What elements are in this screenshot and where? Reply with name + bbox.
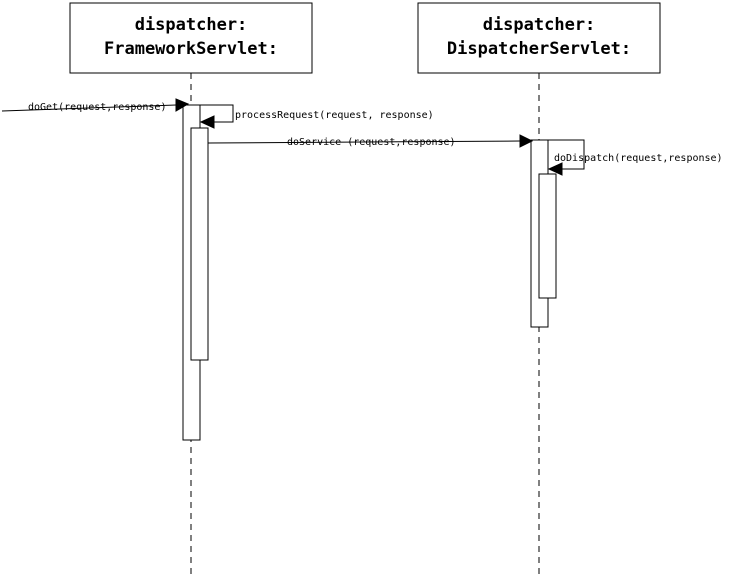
message-label: doGet(request,response) <box>28 102 166 113</box>
message-doservice: doService (request,response) <box>207 134 534 148</box>
arrowhead-icon <box>199 115 215 129</box>
message-label: processRequest(request, response) <box>235 110 434 121</box>
arrowhead-icon <box>547 162 563 176</box>
arrowhead-icon <box>519 134 534 148</box>
lifeline-dispatcher-servlet: dispatcher: DispatcherServlet: <box>417 2 661 578</box>
lifeline-title-line1: dispatcher: <box>135 15 248 35</box>
lifeline-title-line2: FrameworkServlet: <box>104 39 278 59</box>
lifeline-header-framework-servlet <box>69 2 313 74</box>
activation-bar-dispatcher-dodispatch <box>538 173 557 299</box>
message-line <box>548 139 585 170</box>
message-line <box>200 104 234 123</box>
message-doget: doGet(request,response) <box>1 98 190 113</box>
lifeline-framework-servlet: dispatcher: FrameworkServlet: <box>69 2 313 578</box>
lifeline-title-line2: DispatcherServlet: <box>447 39 631 59</box>
message-line <box>207 140 521 144</box>
message-processrequest: processRequest(request, response) <box>199 104 434 129</box>
message-label: doDispatch(request,response) <box>554 153 723 164</box>
lifeline-title-line1: dispatcher: <box>483 15 596 35</box>
message-line <box>1 104 177 112</box>
message-label: doService (request,response) <box>287 137 456 148</box>
arrowhead-icon <box>175 98 190 112</box>
message-dodispatch: doDispatch(request,response) <box>547 139 723 176</box>
lifeline-header-dispatcher-servlet <box>417 2 661 74</box>
activation-bar-framework-processrequest <box>190 127 209 361</box>
